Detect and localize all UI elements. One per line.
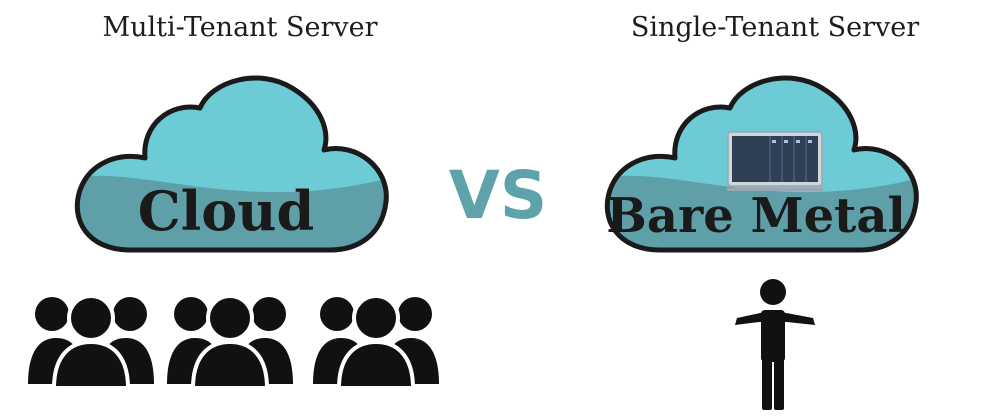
cloud-label: Bare Metal — [606, 188, 905, 244]
users-group-icon — [313, 294, 439, 390]
cloud-icon: Bare Metal — [604, 75, 919, 253]
single-tenant-heading: Single-Tenant Server — [630, 12, 920, 43]
multi-tenant-heading: Multi-Tenant Server — [102, 12, 378, 43]
cloud-icon: Cloud — [74, 75, 389, 253]
server-rack-icon — [727, 131, 823, 191]
person-icon — [735, 279, 815, 410]
vs-label: VS — [449, 157, 548, 234]
cloud-label: Cloud — [138, 179, 315, 243]
users-group-icon — [28, 294, 154, 390]
users-group-icon — [167, 294, 293, 390]
